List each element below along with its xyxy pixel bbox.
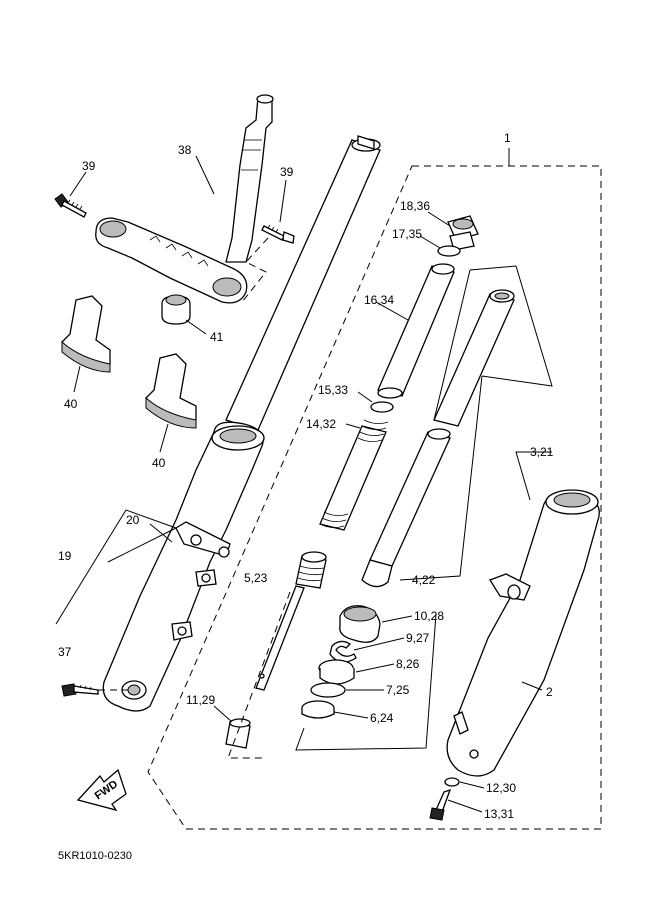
- callout-12-30: 12,30: [486, 781, 516, 795]
- callout-40-lower: 40: [152, 456, 166, 470]
- inner-tube-right: [433, 289, 515, 427]
- leader-2: [521, 681, 543, 691]
- leader-9-27: [353, 637, 405, 651]
- leader-10-28: [381, 615, 413, 623]
- leader-13-31: [447, 799, 483, 813]
- retaining-clip: [329, 640, 357, 663]
- callout-3-21: 3,21: [530, 445, 554, 459]
- dust-seal: [339, 605, 381, 643]
- callout-8-26: 8,26: [396, 657, 420, 671]
- callout-15-33: 15,33: [318, 383, 348, 397]
- callout-16-34: 16,34: [364, 293, 394, 307]
- callout-18-36: 18,36: [400, 199, 430, 213]
- assembly-outline: [147, 165, 602, 830]
- guard-40-lower: [145, 353, 197, 429]
- guard-40-upper: [61, 295, 111, 373]
- cap-bolt: [447, 215, 479, 251]
- damper-rod: [255, 551, 327, 691]
- leader-16-34: [375, 301, 409, 321]
- spacer: [377, 263, 455, 399]
- callout-10-28: 10,28: [414, 609, 444, 623]
- callout-39-right: 39: [280, 165, 294, 179]
- callout-7-25: 7,25: [386, 683, 410, 697]
- leader-18-36: [427, 211, 451, 227]
- oil-seal: [318, 659, 355, 685]
- collar-41: [161, 294, 191, 325]
- bracket-seals: [295, 613, 437, 751]
- o-ring: [437, 245, 461, 257]
- callout-2: 2: [546, 685, 553, 699]
- leader-11-29: [213, 705, 233, 723]
- leader-38: [195, 155, 215, 195]
- bracket-3-21: [433, 265, 553, 421]
- leader-40a: [73, 365, 81, 393]
- leader-19-bracket: [55, 509, 177, 625]
- callout-11-29: 11,29: [186, 693, 215, 707]
- leader-20: [149, 523, 173, 543]
- callout-38: 38: [178, 143, 192, 157]
- callout-20: 20: [126, 513, 140, 527]
- diagram-code: 5KR1010-0230: [58, 850, 132, 862]
- callout-19: 19: [58, 549, 72, 563]
- outer-tube-right: [446, 489, 600, 777]
- washer: [310, 682, 346, 698]
- callout-1: 1: [504, 131, 511, 145]
- dashed-bracket-39: [241, 237, 269, 303]
- spring-seat: [370, 401, 394, 413]
- callout-13-31: 13,31: [484, 807, 514, 821]
- callout-9-27: 9,27: [406, 631, 430, 645]
- callout-5-23: 5,23: [244, 571, 268, 585]
- leader-12-30: [459, 781, 485, 789]
- cylinder: [361, 428, 451, 588]
- bracket-5-23: [227, 591, 291, 759]
- callout-41: 41: [210, 330, 224, 344]
- leader-17-35: [419, 235, 441, 249]
- leader-14-32: [345, 423, 361, 429]
- bushing: [301, 700, 335, 719]
- leader-41: [185, 319, 207, 335]
- bracket-4-22: [399, 375, 483, 581]
- leader-3-21: [515, 451, 552, 501]
- bolt-39-left: [54, 193, 87, 218]
- leader-8-26: [355, 663, 395, 673]
- callout-39-left: 39: [82, 159, 96, 173]
- leader-40b: [159, 423, 169, 453]
- leader-39b: [279, 179, 287, 223]
- fork-spring: [319, 419, 389, 531]
- fwd-arrow-icon: FWD: [76, 768, 127, 812]
- oil-lock-piece: [225, 718, 251, 749]
- callout-6-24: 6,24: [370, 711, 394, 725]
- leader-39a: [69, 171, 87, 197]
- callout-40-upper: 40: [64, 397, 78, 411]
- callout-4-22: 4,22: [412, 573, 436, 587]
- drain-washer: [444, 777, 460, 787]
- drain-bolt: [429, 788, 452, 821]
- bolt-39-right: [261, 224, 295, 244]
- bolt-37: [61, 683, 99, 697]
- callout-17-35: 17,35: [392, 227, 422, 241]
- leader-15-33: [357, 391, 373, 403]
- outer-tube-left: [102, 421, 265, 712]
- leader-6-24: [333, 711, 369, 719]
- callout-14-32: 14,32: [306, 417, 336, 431]
- callout-37: 37: [58, 645, 72, 659]
- steering-stem: [95, 94, 274, 304]
